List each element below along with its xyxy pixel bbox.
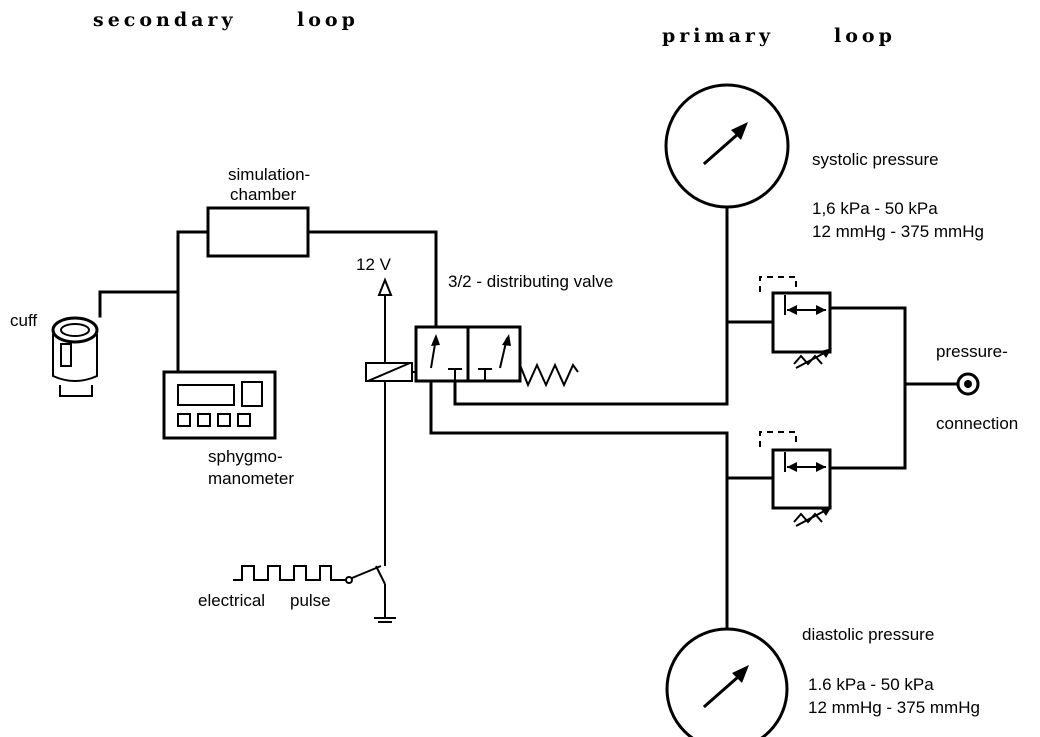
pulse-train-icon bbox=[233, 565, 345, 581]
voltage-label: 12 V bbox=[356, 255, 392, 274]
primary-loop-heading-word2: loop bbox=[834, 25, 896, 47]
systolic-title: systolic pressure bbox=[812, 150, 939, 169]
secondary-loop-heading-word1: secondary bbox=[93, 9, 237, 31]
cuff-line bbox=[98, 290, 180, 318]
switch-contact-icon bbox=[345, 576, 353, 584]
switch-to-ground bbox=[375, 565, 386, 585]
pulse-label-2: pulse bbox=[290, 591, 331, 610]
simulation-chamber-label-1: simulation- bbox=[228, 165, 310, 184]
simulation-chamber-label-2: chamber bbox=[230, 185, 296, 204]
solenoid-icon bbox=[365, 362, 416, 382]
systolic-range-kpa: 1,6 kPa - 50 kPa bbox=[812, 199, 938, 218]
systolic-spring-icon bbox=[793, 354, 823, 366]
simulation-chamber bbox=[206, 206, 310, 258]
diastolic-range-mmhg: 12 mmHg - 375 mmHg bbox=[808, 698, 980, 717]
primary-loop-heading-word1: primary bbox=[662, 25, 774, 47]
valve-label: 3/2 - distributing valve bbox=[448, 272, 613, 291]
diastolic-regulator bbox=[759, 431, 832, 527]
sphygmomanometer-label-1: sphygmo- bbox=[208, 447, 283, 466]
systolic-range-mmhg: 12 mmHg - 375 mmHg bbox=[812, 222, 984, 241]
systolic-needle-icon bbox=[731, 122, 748, 140]
chamber-to-valve-line bbox=[306, 230, 438, 328]
sphygmomanometer-label-2: manometer bbox=[208, 469, 294, 488]
ground-icon bbox=[374, 617, 396, 623]
pressure-connection-label-1: pressure- bbox=[936, 342, 1008, 361]
pneumatic-lines bbox=[98, 206, 960, 640]
secondary-loop-heading-word2: loop bbox=[297, 9, 359, 31]
valve-to-systolic-line bbox=[453, 320, 729, 406]
pressure-connection-label-2: connection bbox=[936, 414, 1018, 433]
diastolic-needle-icon bbox=[732, 665, 749, 683]
supply-arrow-icon bbox=[377, 277, 393, 296]
diastolic-range-kpa: 1.6 kPa - 50 kPa bbox=[808, 675, 934, 694]
systolic-reg-outlet bbox=[828, 306, 907, 470]
sphygmomanometer bbox=[162, 370, 277, 440]
diastolic-title: diastolic pressure bbox=[802, 625, 934, 644]
systolic-gauge bbox=[664, 83, 790, 209]
cuff-label: cuff bbox=[10, 311, 37, 330]
distributing-valve bbox=[414, 325, 579, 388]
systolic-regulator bbox=[759, 276, 832, 369]
valve-spring-icon bbox=[519, 362, 579, 388]
cuff bbox=[51, 316, 99, 397]
chamber-left-line bbox=[176, 230, 210, 374]
diastolic-spring-icon bbox=[793, 512, 823, 524]
valve-to-diastolic-line bbox=[429, 372, 729, 435]
pulse-label-1: electrical bbox=[198, 591, 265, 610]
pressure-connection-icon bbox=[956, 372, 980, 396]
diastolic-gauge bbox=[665, 627, 789, 737]
